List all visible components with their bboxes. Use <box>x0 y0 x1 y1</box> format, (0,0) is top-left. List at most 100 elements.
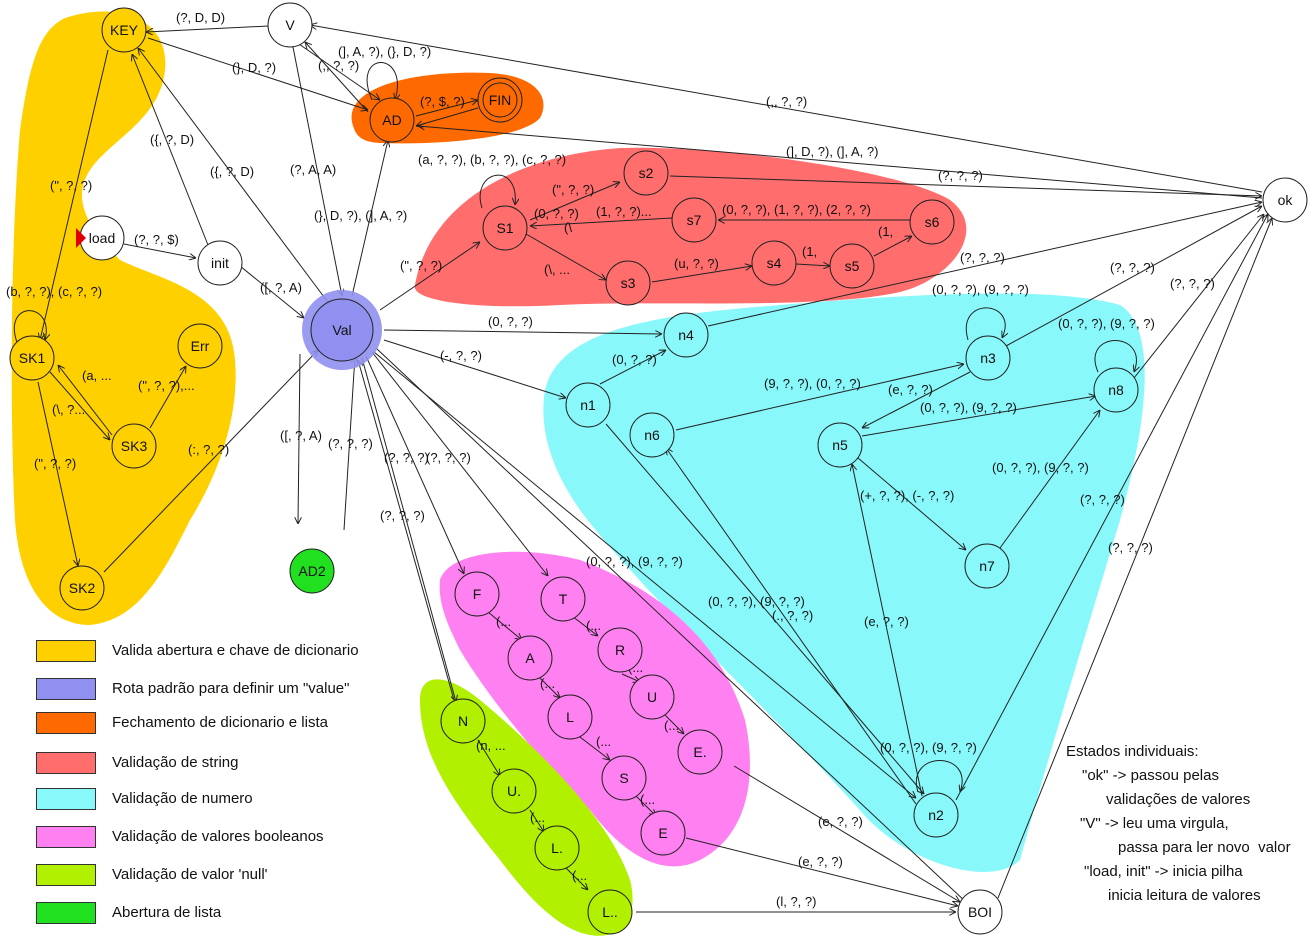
edge-label-n2-n5: (e, ?, ?) <box>864 614 909 629</box>
bool-region <box>439 551 750 867</box>
node-n7: n7 <box>964 543 1010 589</box>
notes-title: Estados individuais: <box>1066 743 1199 760</box>
node-label: n1 <box>580 397 596 413</box>
node-circle <box>587 889 633 935</box>
node-label: s6 <box>925 214 940 230</box>
edge-label-n3-ok: (?, ?, ?) <box>1110 260 1155 275</box>
node-label: E. <box>693 744 706 760</box>
edges <box>13 25 1272 912</box>
node-label: R <box>615 642 625 658</box>
node-circle <box>957 889 1003 935</box>
node-e: E <box>640 810 686 856</box>
node-label: n6 <box>644 427 660 443</box>
node-label: S1 <box>496 220 513 236</box>
node-label: V <box>285 17 295 33</box>
node-label: AD <box>382 112 401 128</box>
start-marker-icon <box>76 228 86 248</box>
node-label: L.. <box>602 904 618 920</box>
node-circle <box>640 810 686 856</box>
edge-label-sk1-loop: (b, ?, ?), (c, ?, ?) <box>6 284 102 299</box>
node-s5: s5 <box>829 243 875 289</box>
node-label: s2 <box>639 165 654 181</box>
node-circle <box>454 571 500 617</box>
legend-swatch <box>36 902 96 924</box>
node-circle <box>817 422 863 468</box>
edge-label-n1-n4: (0, ?, ?) <box>612 352 657 367</box>
edge-label-n6-n3: (9, ?, ?), (0, ?, ?) <box>764 376 861 391</box>
node-label: N <box>458 713 468 729</box>
node-label: E <box>658 825 667 841</box>
node-n1: n1 <box>565 382 611 428</box>
node-r: R <box>597 627 643 673</box>
legend-swatch <box>36 788 96 810</box>
node-load: load <box>79 215 125 261</box>
node-label: AD2 <box>298 563 325 579</box>
edge-label-sk1-sk2: (", ?, ?) <box>34 456 76 471</box>
node-sk2: SK2 <box>59 565 105 611</box>
edge-label-t-r: (... <box>586 618 601 633</box>
edge-label-val-s1: (", ?, ?) <box>400 258 442 273</box>
node-n6: n6 <box>629 412 675 458</box>
node-label: SK3 <box>121 438 148 454</box>
node-label: n7 <box>979 558 995 574</box>
node-label: n4 <box>678 327 694 343</box>
edge-label-ok-v: (,, ?, ?) <box>766 94 807 109</box>
edge-label-n2-ok: (?, ?, ?) <box>1080 492 1125 507</box>
edge-label-n2-n6: (., ?, ?) <box>772 608 813 623</box>
node-label: L. <box>551 840 563 856</box>
legend-swatch <box>36 640 96 662</box>
node-inner-circle <box>482 82 518 118</box>
node-circle <box>1093 367 1139 413</box>
node-label: SK2 <box>69 580 96 596</box>
node-a: A <box>507 635 553 681</box>
node-circle <box>477 77 523 123</box>
legend-label: Rota padrão para definir um "value" <box>112 680 350 697</box>
legend-swatch <box>36 752 96 774</box>
notes-line-3: "V" -> leu uma virgula, <box>1080 815 1229 832</box>
node-label: n3 <box>980 350 996 366</box>
edge-label-e-boi: (e, ?, ?) <box>798 854 843 869</box>
edge-label-n1-n2: (0, ?, ?), (9, ?, ?) <box>708 594 805 609</box>
node-n4: n4 <box>663 312 709 358</box>
edge-label-s1-back: (\ <box>564 220 572 235</box>
edge-label-key-sk1: (", ?, ?) <box>50 178 92 193</box>
edge-label-val-ad: (}, D, ?), (], A, ?) <box>314 208 407 223</box>
node-label: SK1 <box>19 350 46 366</box>
node-f: F <box>454 571 500 617</box>
node-circle <box>913 792 959 838</box>
edge-label-val-ad2: ([, ?, A) <box>280 428 322 443</box>
node-s3: s3 <box>605 260 651 306</box>
edge-label-n3-n5: (e, ?, ?) <box>888 382 933 397</box>
node-circle <box>965 335 1011 381</box>
node-circle <box>663 312 709 358</box>
key-region <box>11 11 236 625</box>
node-sk3: SK3 <box>111 423 157 469</box>
node-circle <box>310 298 374 362</box>
node-circle <box>369 97 415 143</box>
edge-label-val-f: (?, ?, ?) <box>384 450 429 465</box>
node-label: F <box>473 586 482 602</box>
legend-label: Valida abertura e chave de dicionario <box>112 642 359 659</box>
node-circle <box>534 825 580 871</box>
legend-label: Fechamento de dicionario e lista <box>112 714 328 731</box>
node-label: S <box>619 770 628 786</box>
edge-label-s1-s2: (", ?, ?) <box>552 182 594 197</box>
edge-label-n3-loop: (0, ?, ?), (9, ?, ?) <box>932 282 1029 297</box>
edge-label-n2-loop: (0, ?, ?), (9, ?, ?) <box>880 740 977 755</box>
edge-label-n5-n7: (+, ?, ?), (-, ?, ?) <box>860 488 954 503</box>
node-circle <box>629 674 675 720</box>
node-udot: U. <box>491 768 537 814</box>
node-circle <box>629 412 675 458</box>
node-boi: BOI <box>957 889 1003 935</box>
edge-label-n5-n8: (0, ?, ?), (9, ?, ?) <box>920 400 1017 415</box>
edge-label-init-val: ([, ?, A) <box>260 280 302 295</box>
node-key: KEY <box>101 7 147 53</box>
edge-label-s-e: (... <box>640 792 655 807</box>
notes: Estados individuais: "ok" -> passou pela… <box>1066 740 1291 908</box>
edge-label-n-udot: (n, ... <box>476 738 506 753</box>
node-circle <box>565 382 611 428</box>
node-circle <box>1262 177 1308 223</box>
node-edot: E. <box>677 729 723 775</box>
edge-label-l2-boi: (l, ?, ?) <box>776 894 816 909</box>
node-circle <box>601 755 647 801</box>
